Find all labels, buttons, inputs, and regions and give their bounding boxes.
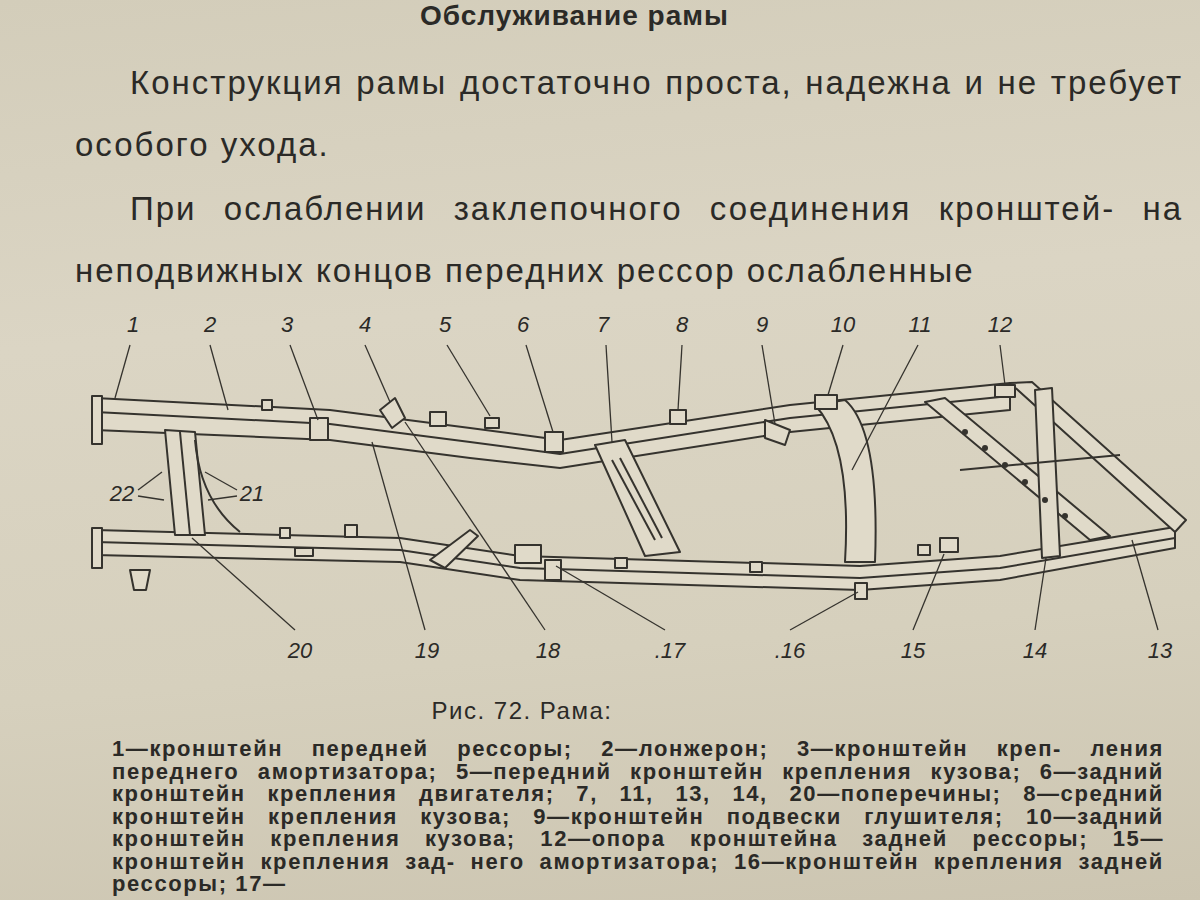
body-paragraph: При ослаблении заклепочного соединения к…	[75, 178, 1183, 302]
callout-number: 13	[1148, 638, 1172, 664]
callout-number: 3	[281, 312, 293, 338]
callout-number: 18	[536, 638, 560, 664]
callout-number: .16	[775, 638, 806, 664]
page-heading: Обслуживание рамы	[420, 0, 729, 32]
legend-text: 1—кронштейн передней рессоры; 2—лонжерон…	[112, 738, 1164, 896]
callout-number: 11	[909, 312, 932, 338]
callout-number: 7	[597, 312, 609, 338]
callout-number: 22	[110, 481, 134, 507]
callout-number: 20	[288, 638, 312, 664]
callout-number: 12	[988, 312, 1012, 338]
callout-number: 8	[676, 312, 688, 338]
callout-number: 15	[901, 638, 925, 664]
callout-number: 2	[204, 312, 216, 338]
figure-caption: Рис. 72. Рама:	[432, 697, 613, 725]
callout-number: 19	[415, 638, 439, 664]
callout-number: 14	[1023, 638, 1047, 664]
callout-number: 21	[240, 481, 264, 507]
callout-number: 1	[127, 312, 139, 338]
callout-number: .17	[655, 638, 686, 664]
callout-number: 10	[831, 312, 855, 338]
callout-number: 4	[359, 312, 371, 338]
callout-number: 9	[756, 312, 768, 338]
body-paragraph: Конструкция рамы достаточно проста, наде…	[75, 52, 1183, 176]
callout-number: 6	[517, 312, 529, 338]
callout-number: 5	[439, 312, 451, 338]
